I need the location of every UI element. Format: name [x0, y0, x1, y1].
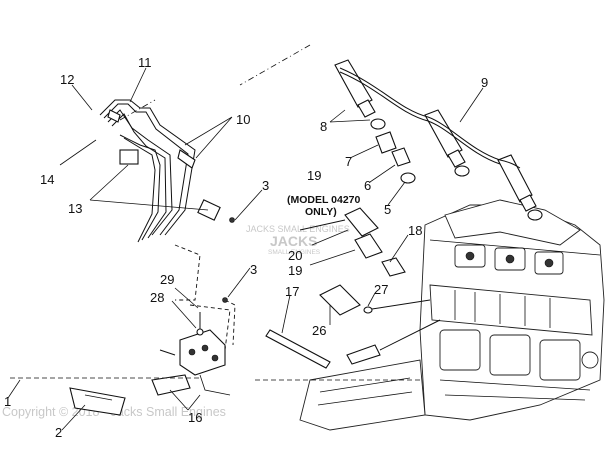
bolts [159, 217, 235, 356]
injectors [334, 59, 537, 212]
callout-12: 12 [60, 72, 74, 87]
callout-11: 11 [138, 55, 152, 70]
injection-pump [151, 329, 231, 396]
gasket-18 [381, 257, 406, 277]
filter-26 [319, 284, 361, 316]
callout-3-top: 3 [262, 178, 269, 193]
model-note-line2: ONLY) [305, 206, 337, 218]
watermark-logo-top: JACKS SMALL ENGINES [246, 224, 350, 234]
sleeve-7 [375, 131, 397, 154]
washer-8 [370, 118, 386, 130]
callout-6: 6 [364, 178, 371, 193]
callout-5: 5 [384, 202, 391, 217]
callout-2: 2 [55, 425, 62, 440]
callout-27: 27 [374, 282, 388, 297]
pipe-17 [265, 329, 331, 369]
callout-19-top: 19 [307, 168, 321, 183]
callout-7: 7 [345, 154, 352, 169]
callout-8: 8 [320, 119, 327, 134]
model-note: (MODEL 04270 ONLY) [287, 194, 360, 218]
washer-5 [400, 172, 416, 184]
engine-block [299, 199, 605, 431]
callout-9: 9 [481, 75, 488, 90]
line-clamp [119, 149, 139, 165]
callout-1: 1 [4, 394, 11, 409]
washer-8b [454, 165, 470, 177]
connection-lines [10, 44, 420, 381]
watermark-logo-bottom: SMALL ENGINES [268, 249, 321, 256]
callout-13: 13 [68, 201, 82, 216]
callout-16: 16 [188, 410, 202, 425]
callout-29: 29 [160, 272, 174, 287]
model-note-line1: (MODEL 04270 [287, 194, 360, 206]
callout-19-bottom: 19 [288, 263, 302, 278]
callout-20: 20 [288, 248, 302, 263]
washer-8c [527, 209, 543, 221]
line-clamp [197, 199, 221, 221]
glow-plug-parts [299, 207, 441, 365]
callout-17: 17 [285, 284, 299, 299]
sleeve-6 [391, 147, 411, 167]
plug-19-top [344, 207, 379, 237]
plug-19-bottom [354, 233, 383, 259]
injection-lines [99, 99, 221, 243]
oring-27 [363, 306, 373, 314]
watermark-logo-mid: JACKS [270, 233, 317, 249]
leader-lines [7, 67, 484, 431]
nozzle-parts [370, 118, 543, 221]
callout-14: 14 [40, 172, 54, 187]
callout-26: 26 [312, 323, 326, 338]
callout-10: 10 [236, 112, 250, 127]
bracket [69, 387, 126, 416]
callout-28: 28 [150, 290, 164, 305]
callout-18: 18 [408, 223, 422, 238]
callouts: 1 2 3 3 5 6 7 8 9 10 11 12 13 14 16 17 1… [4, 55, 488, 440]
glow-plug [346, 344, 381, 365]
pump-dashed-box [174, 244, 236, 351]
callout-3-bottom: 3 [250, 262, 257, 277]
